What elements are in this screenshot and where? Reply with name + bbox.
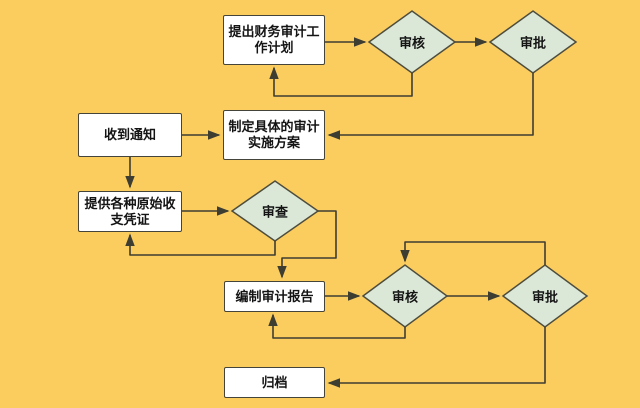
edge-examine-to-prepare-report xyxy=(277,210,337,279)
label-examine: 审查 xyxy=(261,204,289,220)
edge-examine-back-to-provide-vouchers xyxy=(125,233,276,256)
label-approve-2: 审批 xyxy=(531,289,559,305)
edge-review-2-back-to-prepare-report xyxy=(268,313,406,339)
node-propose-plan: 提出财务审计工 作计划 xyxy=(223,15,325,65)
edge-approve-2-to-archive xyxy=(327,327,546,388)
node-archive: 归档 xyxy=(224,367,325,398)
diamond-approve-1 xyxy=(488,10,578,74)
node-prepare-report: 编制审计报告 xyxy=(224,281,325,312)
label-review-2: 审核 xyxy=(391,289,419,305)
diamond-approve-2 xyxy=(501,264,589,328)
node-draft-implementation: 制定具体的审计 实施方案 xyxy=(223,110,325,160)
edge-review-1-back-to-propose-plan xyxy=(269,66,413,97)
label-review-1: 审核 xyxy=(398,35,426,51)
edge-approve-1-to-draft-implementation xyxy=(327,73,534,140)
node-provide-vouchers: 提供各种原始收 支凭证 xyxy=(78,191,182,232)
edge-approve-2-back-to-review-2 xyxy=(400,241,546,265)
label-approve-1: 审批 xyxy=(519,35,547,51)
node-receive-notice: 收到通知 xyxy=(78,113,182,157)
